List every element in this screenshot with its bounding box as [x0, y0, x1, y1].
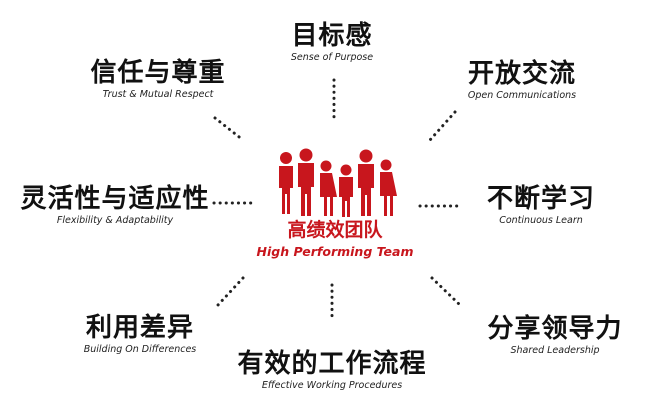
node-leadership-zh: 分享领导力 — [487, 314, 623, 344]
node-effective-procedures: 有效的工作流程 Effective Working Procedures — [222, 348, 442, 392]
center-subtitle: High Performing Team — [256, 244, 414, 259]
team-people-icon — [279, 148, 397, 217]
node-flexibility: 灵活性与适应性 Flexibility & Adaptability — [10, 183, 220, 227]
connector-diff — [216, 276, 245, 307]
node-trust-respect: 信任与尊重 Trust & Mutual Respect — [68, 57, 248, 101]
center-title: 高绩效团队 — [287, 219, 383, 241]
node-procedures-en: Effective Working Procedures — [261, 380, 403, 391]
node-learn-zh: 不断学习 — [486, 184, 595, 214]
node-shared-leadership: 分享领导力 Shared Leadership — [470, 313, 640, 357]
node-learn-en: Continuous Learn — [499, 215, 583, 226]
node-flex-en: Flexibility & Adaptability — [56, 215, 174, 226]
connector-trust — [213, 116, 245, 142]
node-open-communications: 开放交流 Open Communications — [437, 58, 607, 102]
node-building-differences: 利用差异 Building On Differences — [55, 312, 225, 356]
connector-leadership — [430, 276, 462, 307]
node-continuous-learn: 不断学习 Continuous Learn — [466, 183, 616, 227]
node-purpose-zh: 目标感 — [291, 21, 373, 51]
connector-open — [428, 110, 457, 142]
node-sense-of-purpose: 目标感 Sense of Purpose — [257, 20, 407, 64]
node-purpose-en: Sense of Purpose — [290, 52, 374, 63]
node-trust-zh: 信任与尊重 — [90, 58, 226, 88]
node-diff-en: Building On Differences — [83, 344, 197, 355]
node-flex-zh: 灵活性与适应性 — [20, 184, 210, 214]
node-diff-zh: 利用差异 — [85, 313, 194, 343]
node-trust-en: Trust & Mutual Respect — [102, 89, 214, 100]
node-leadership-en: Shared Leadership — [510, 345, 600, 356]
node-open-zh: 开放交流 — [467, 59, 576, 89]
node-procedures-zh: 有效的工作流程 — [237, 349, 427, 379]
node-open-en: Open Communications — [467, 90, 577, 101]
